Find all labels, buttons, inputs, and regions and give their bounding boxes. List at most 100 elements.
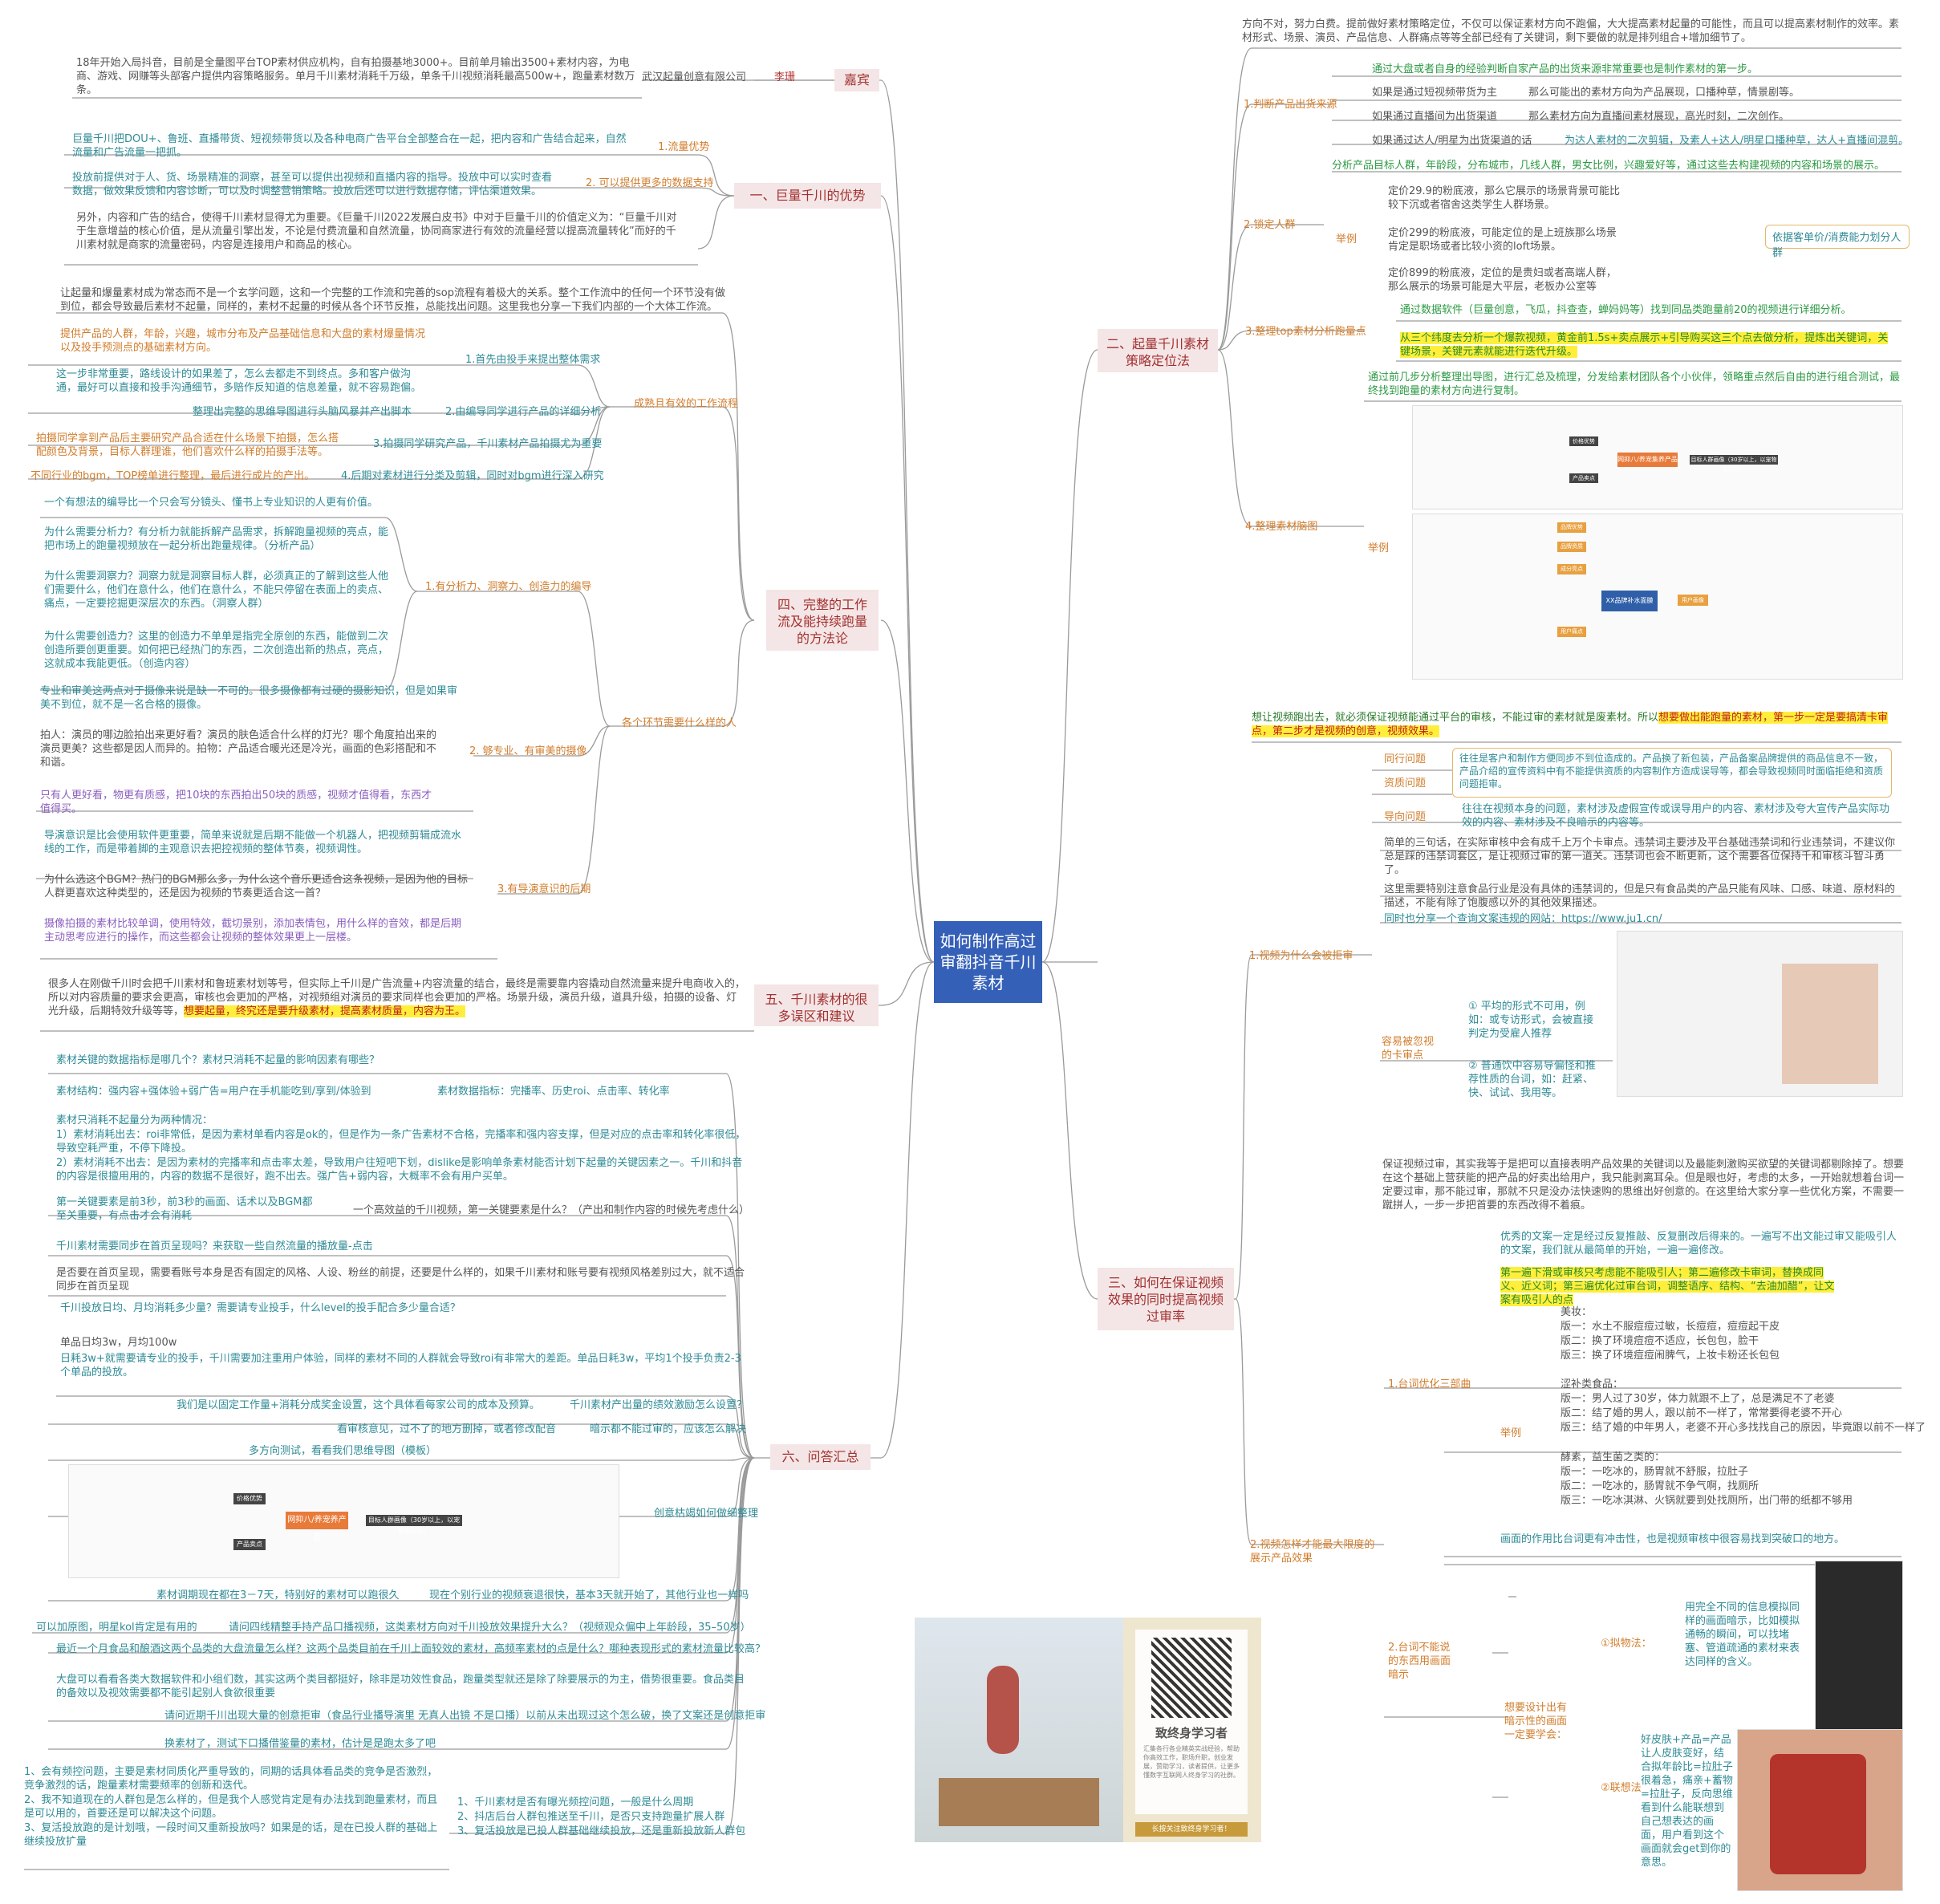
b3-s2-1-example: 举例	[1500, 1427, 1522, 1439]
branch-3[interactable]: 三、如何在保证视频效果的同时提高视频过审率	[1098, 1268, 1234, 1330]
b2-s1-row1-v: 那么可能出的素材方向为产品展现，口播种草，情景剧等。	[1528, 87, 1800, 99]
b3-words: 简单的三句话，在实际审核中会有成千上万个卡审点。违禁词主要涉及平台基础违禁词和行…	[1384, 837, 1896, 876]
b6-q12: 1、会有频控问题，主要是素材同质化严重导致的，同期的话具体看品类的竞争是否激烈，…	[24, 1766, 438, 1792]
b3-s2-intro: 保证视频过审，其实我等于是把可以直接表明产品效果的关键词以及最能刺激购买欲望的关…	[1382, 1159, 1905, 1212]
b6-q4: 千川投放日均、月均消耗多少量？需要请专业投手，什么level的投手配合多少量合适…	[60, 1302, 461, 1314]
b4-need-1-a: 一个有想法的编导比一个只会写分镜头、懂书上专业知识的人更有价值。	[44, 497, 379, 509]
b3-card: 容易被忽视的卡审点	[1382, 1036, 1435, 1062]
b3-r2: 资质问题	[1384, 777, 1427, 790]
b2-s3-a: 通过数据软件（巨量创意，飞瓜，抖查查，蝉妈妈等）找到同品类跑量前20的视频进行详…	[1400, 304, 1852, 316]
b2-s2-item1: 定价29.9的粉底液，那么它展示的场景背景可能比较下沉或者宿舍这类学生人群场景。	[1388, 185, 1620, 211]
b2-s3-b: 从三个纬度去分析一个爆款视频，黄金前1.5s+卖点展示+引导购买这三个点去做分析…	[1400, 331, 1897, 359]
b5-text-highlight: 想要起量，终究还是要升级素材，提高素材质量，内容为王。	[184, 1005, 466, 1017]
b2-s3: 3.整理top素材分析跑量点	[1245, 326, 1366, 338]
b4-intro: 让起量和爆量素材成为常态而不是一个玄学问题，这和一个完整的工作流和完善的sop流…	[60, 287, 725, 313]
b6-q1-e: 2）素材消耗不出去：是因为素材的完播率和点击率太差，导致用户往短吧下划，disl…	[56, 1157, 743, 1183]
b4-flow-text-2: 这一步非常重要，路线设计的如果差了，怎么去都走不到终点。多和客户做沟通，最好可以…	[56, 368, 422, 394]
b3-ex2-3: 版三：结了婚的中年男人，老婆不开心多找找自己的原因，毕竟跟以前不一样了	[1561, 1422, 1926, 1434]
branch-5[interactable]: 五、千川素材的很多误区和建议	[754, 984, 879, 1026]
b2-s2-example: 举例	[1336, 233, 1358, 246]
b3-card-1: ① 平均的形式不可用，例如：或专访形式，会被直接判定为受雇人推荐	[1468, 1001, 1594, 1040]
b6-q6: 看审核意见，过不了的地方删掉，或者修改配音	[337, 1423, 557, 1435]
b5-text-a: 很多人在刚做千川时会把千川素材和鲁班素材划等号，但实际上千川是广告流量+内容流量…	[48, 978, 745, 1017]
b2-mindmap-2-image: XX品牌补水面膜 用户画像 品牌优势 品牌资质 成分亮点 用户痛点	[1412, 514, 1903, 680]
b6-mindmap-template-image: 网抑八/养宠养产品 目标人群画像（30岁以上，以宠物宝妈为） 价格优势 产品卖点	[68, 1464, 619, 1578]
b4-need-3-a: 导演意识是比会使用软件更重要，简单来说就是后期不能做一个机器人，把视频剪辑成流水…	[44, 830, 462, 855]
b2-map1-left-2: 产品卖点	[1569, 473, 1598, 483]
b4-need-3-b: 为什么选这个BGM？热门的BGM那么多，为什么这个音乐更适合这条视频，是因为他的…	[44, 874, 468, 899]
b6-q1: 素材关键的数据指标是哪几个？素材只消耗不起量的影响因素有哪些？	[56, 1054, 380, 1066]
b1-item1-label: 1.流量优势	[658, 141, 710, 153]
b1-item2-label: 2. 可以提供更多的数据支持	[586, 177, 714, 189]
branch-1[interactable]: 一、巨量千川的优势	[734, 183, 881, 209]
b2-map2-node-2: 品牌资质	[1557, 542, 1586, 552]
b2-s2-item3: 定价899的粉底液，定位的是贵妇或者高端人群，那么展示的场景可能是大平层，老板办…	[1388, 267, 1617, 293]
b6-q8: 素材调期现在都在3－7天，特别好的素材可以跑很久	[156, 1589, 400, 1602]
b6-mm-left-1: 价格优势	[233, 1493, 266, 1504]
b3-intro-a: 想让视频跑出去，就必须保证视频能通过平台的审核，不能过审的素材就是废素材。所以	[1252, 712, 1659, 724]
b3-r12-box: 往往是客户和制作方便同步不到位造成的。产品换了新包装，产品备案品牌提供的商品信息…	[1452, 748, 1892, 798]
branch-6[interactable]: 六、问答汇总	[770, 1444, 871, 1470]
promo-footer: 长按关注致终身学习者！	[1135, 1822, 1248, 1837]
b1-item3-text: 另外，内容和广告的结合，使得千川素材显得尤为重要。《巨量千川2022发展白皮书》…	[76, 212, 677, 251]
b2-s4: 4.整理素材脑图	[1245, 521, 1318, 533]
b3-r1: 同行问题	[1384, 753, 1427, 765]
b3-s2-1-intro: 优秀的文案一定是经过反复推敲、反复删改后得来的。一遍写不出文能过审又能吸引人的文…	[1500, 1231, 1897, 1256]
guest-company: 武汉起量创意有限公司	[642, 71, 747, 83]
b3-s2-2: 2.台词不能说的东西用画面暗示	[1388, 1642, 1451, 1681]
b6-q7-q: 创意枯竭如何做细整理	[654, 1508, 759, 1520]
b4-flow: 成熟且有效的工作流程	[634, 398, 739, 410]
b4-flow-1: 1.首先由投手来提出整体需求	[465, 354, 601, 366]
b3-ex1-title: 美妆：	[1561, 1306, 1593, 1318]
b3-s2-2-a: ①拟物法：	[1601, 1638, 1652, 1650]
b3-s2-2-intro: 画面的作用比台词更有冲击性，也是视频审核中很容易找到突破口的地方。	[1500, 1533, 1845, 1545]
b6-q11: 请问近期千川出现大量的创意拒审（食品行业播导演里 无真人出镜 不是口播）以前从未…	[164, 1710, 766, 1722]
b4-need-1-d: 为什么需要创造力？这里的创造力不单单是指完全原创的东西，能做到二次创造所要创更重…	[44, 631, 389, 670]
b6-q2-q: 一个高效益的千川视频，第一关键要素是什么？（产出和制作内容的时候先考虑什么）	[353, 1204, 750, 1216]
b2-s1-intro: 通过大盘或者自身的经验判断自家产品的出货来源非常重要也是制作素材的第一步。	[1372, 63, 1759, 75]
girl-figure-icon	[987, 1666, 1019, 1754]
promo-card: 致终身学习者 汇集各行各业精英实战经验，帮助你高效工作，职场升职，创业发展，赞助…	[1135, 1630, 1248, 1814]
b6-q12-q2: 2、抖店后台人群包推送至千川，是否只支持跑量扩展人群	[457, 1811, 725, 1823]
b3-site[interactable]: 同时也分享一个查询文案违规的网站：https://www.ju1.cn/	[1384, 913, 1662, 925]
b2-s2: 2.锁定人群	[1244, 219, 1296, 231]
b3-ex2-2: 版二：结了婚的男人，跟以前不一样了，常常要得老婆不开心	[1561, 1407, 1843, 1419]
b3-ex1-3: 版三：换了环境痘痘闹脾气，上妆卡粉还长包包	[1561, 1350, 1780, 1362]
qr-code-icon[interactable]	[1151, 1638, 1232, 1718]
b4-need-2: 2. 够专业、有审美的摄像	[469, 745, 587, 757]
b3-card-2: ② 普通饮中容易导偏怪和推荐性质的台词，如：赶紧、快、试试、我用等。	[1468, 1060, 1596, 1099]
b6-q10-a: 大盘可以看看各类大数据软件和小组们数，其实这两个类目都挺好，除非是功效性食品，跑…	[56, 1674, 745, 1699]
b2-map1-left-1: 价格优势	[1569, 436, 1598, 446]
b6-q5: 我们是以固定工作量+消耗分成奖金设置，这个具体看每家公司的成本及预算。	[177, 1399, 540, 1411]
b6-q12-c: 3、复活投放跑的是计划哦，一段时间又重新投放吗？如果是的话，是在已投人群的基础上…	[24, 1822, 438, 1848]
b4-need: 各个环节需要什么样的人	[622, 717, 737, 729]
b4-flow-text-5: 不同行业的bgm，TOP榜单进行整理，最后进行成片的产出。	[30, 470, 315, 482]
b4-flow-text-1: 提供产品的人群，年龄，兴趣，城市分布及产品基础信息和大盘的素材爆量情况以及投手预…	[60, 328, 426, 354]
b2-intro: 方向不对，努力白费。提前做好素材策略定位，不仅可以保证素材方向不跑偏，大大提高素…	[1242, 18, 1900, 44]
b3-r3-text: 往往在视频本身的问题，素材涉及虚假宣传或误导用户的内容、素材涉及夸大宣传产品实际…	[1462, 803, 1890, 829]
b4-need-3: 3.有导演意识的后期	[497, 883, 591, 895]
b3-s2-2-b: ②联想法	[1601, 1782, 1642, 1794]
b3-ex3-2: 版二：一吃冰的，肠胃就不争气啊，找厕所	[1561, 1480, 1759, 1492]
promo-banner[interactable]: 致终身学习者 汇集各行各业精英实战经验，帮助你高效工作，职场升职，创业发展，赞助…	[915, 1618, 1261, 1842]
b3-s2-1: 1.台词优化三部曲	[1388, 1378, 1471, 1390]
b6-q9-q: 请问四线精整手持产品口播视频，这类素材方向对千川投放效果提升大么？（视频观众偏中…	[229, 1622, 751, 1634]
b2-s2-box: 依据客单价/消费能力划分人群	[1765, 225, 1910, 259]
b3-s2-1-steps-highlight: 第一遍下滑或审核只考虑能不能吸引人；第二遍修改卡审词，替换成同义、近义词；第三遍…	[1500, 1267, 1835, 1306]
b2-map1-center: 网抑八/养宠集养产品	[1617, 453, 1678, 467]
b2-s1-row2-v: 那么素材方向为直播间素材展现，高光时刻，二次创作。	[1528, 111, 1790, 123]
b3-s2-2-b-text: 好皮肤+产品=产品让人皮肤变好，结合拟年龄比=拉肚子很着急，痛亲+蓄物=拉肚子，…	[1641, 1734, 1733, 1869]
branch-2[interactable]: 二、起量千川素材策略定位法	[1098, 329, 1218, 372]
b2-mindmap-1-image: 网抑八/养宠集养产品 目标人群画像（30岁以上，以宠物宝妈为） 价格优势 产品卖…	[1412, 405, 1903, 509]
b6-q4-a: 单品日均3w，月均100w	[60, 1337, 177, 1349]
b2-map2-node-3: 成分亮点	[1557, 564, 1586, 574]
b2-map2-node-1: 品牌优势	[1557, 522, 1586, 533]
b4-need-2-c: 只有人更好看，物更有质感，把10块的东西拍出50块的质感，视频才值得看，东西才值…	[40, 790, 432, 815]
b4-need-1-c: 为什么需要洞察力？洞察力就是洞察目标人群，必须真正的了解到这些人他们需要什么，他…	[44, 570, 389, 610]
b3-video-screenshot-1	[1815, 1561, 1903, 1731]
branch-guest[interactable]: 嘉宾	[834, 69, 879, 91]
root-topic[interactable]: 如何制作高过审翻抖音千川素材	[934, 921, 1042, 1003]
b4-need-1-b: 为什么需要分析力？有分析力就能拆解产品需求，拆解跑量视频的亮点，能把市场上的跑量…	[44, 526, 389, 552]
branch-4[interactable]: 四、完整的工作流及能持续跑量的方法论	[766, 590, 879, 651]
